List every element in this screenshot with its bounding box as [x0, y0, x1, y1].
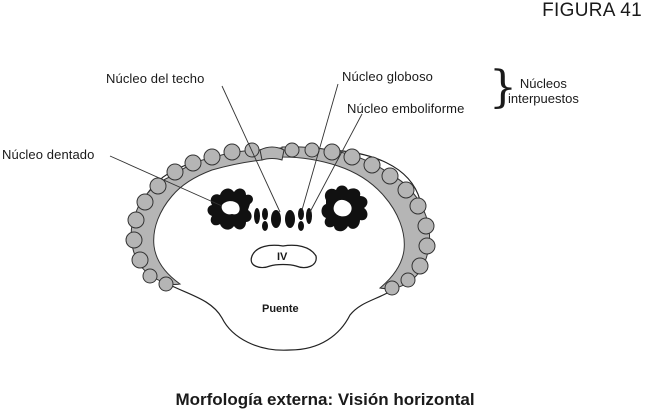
deep-nuclei-central	[254, 208, 312, 231]
label-ventricle: IV	[277, 251, 288, 263]
folia-left	[125, 142, 260, 292]
fastigial-nucleus-right	[285, 210, 295, 228]
globose-nucleus-right-b	[298, 221, 304, 231]
globose-nucleus-left-b	[262, 221, 268, 231]
leader-emboliforme	[309, 113, 363, 213]
folia-right	[284, 142, 436, 296]
label-nucleo-techo: Núcleo del techo	[106, 71, 205, 86]
label-pons: Puente	[262, 303, 299, 315]
fastigial-nucleus-left	[271, 210, 281, 228]
label-nucleo-emboliforme: Núcleo emboliforme	[347, 101, 465, 116]
globose-nucleus-right-a	[298, 208, 304, 220]
dentate-nucleus-right	[321, 185, 368, 232]
label-nucleo-dentado: Núcleo dentado	[2, 147, 95, 162]
fourth-ventricle	[250, 244, 317, 269]
label-nucleos-interpuestos: Núcleos interpuestos	[508, 76, 579, 106]
leader-techo	[221, 85, 281, 213]
label-nucleo-globoso: Núcleo globoso	[342, 69, 434, 84]
cortex-vermis	[259, 146, 285, 161]
leader-globoso	[301, 83, 339, 211]
leader-lines	[109, 83, 363, 213]
leader-dentado	[109, 155, 223, 207]
emboliform-nucleus-left	[254, 208, 260, 224]
label-nucleos-line1: Núcleos	[519, 76, 567, 91]
label-nucleos-line2: interpuestos	[508, 91, 579, 106]
dentate-nucleus-left	[207, 188, 253, 230]
figure-number: FIGURA 41	[542, 0, 642, 21]
figure-caption: Morfología externa: Visión horizontal	[175, 390, 475, 409]
globose-nucleus-left-a	[262, 208, 268, 220]
group-brace-icon: }	[489, 62, 517, 113]
